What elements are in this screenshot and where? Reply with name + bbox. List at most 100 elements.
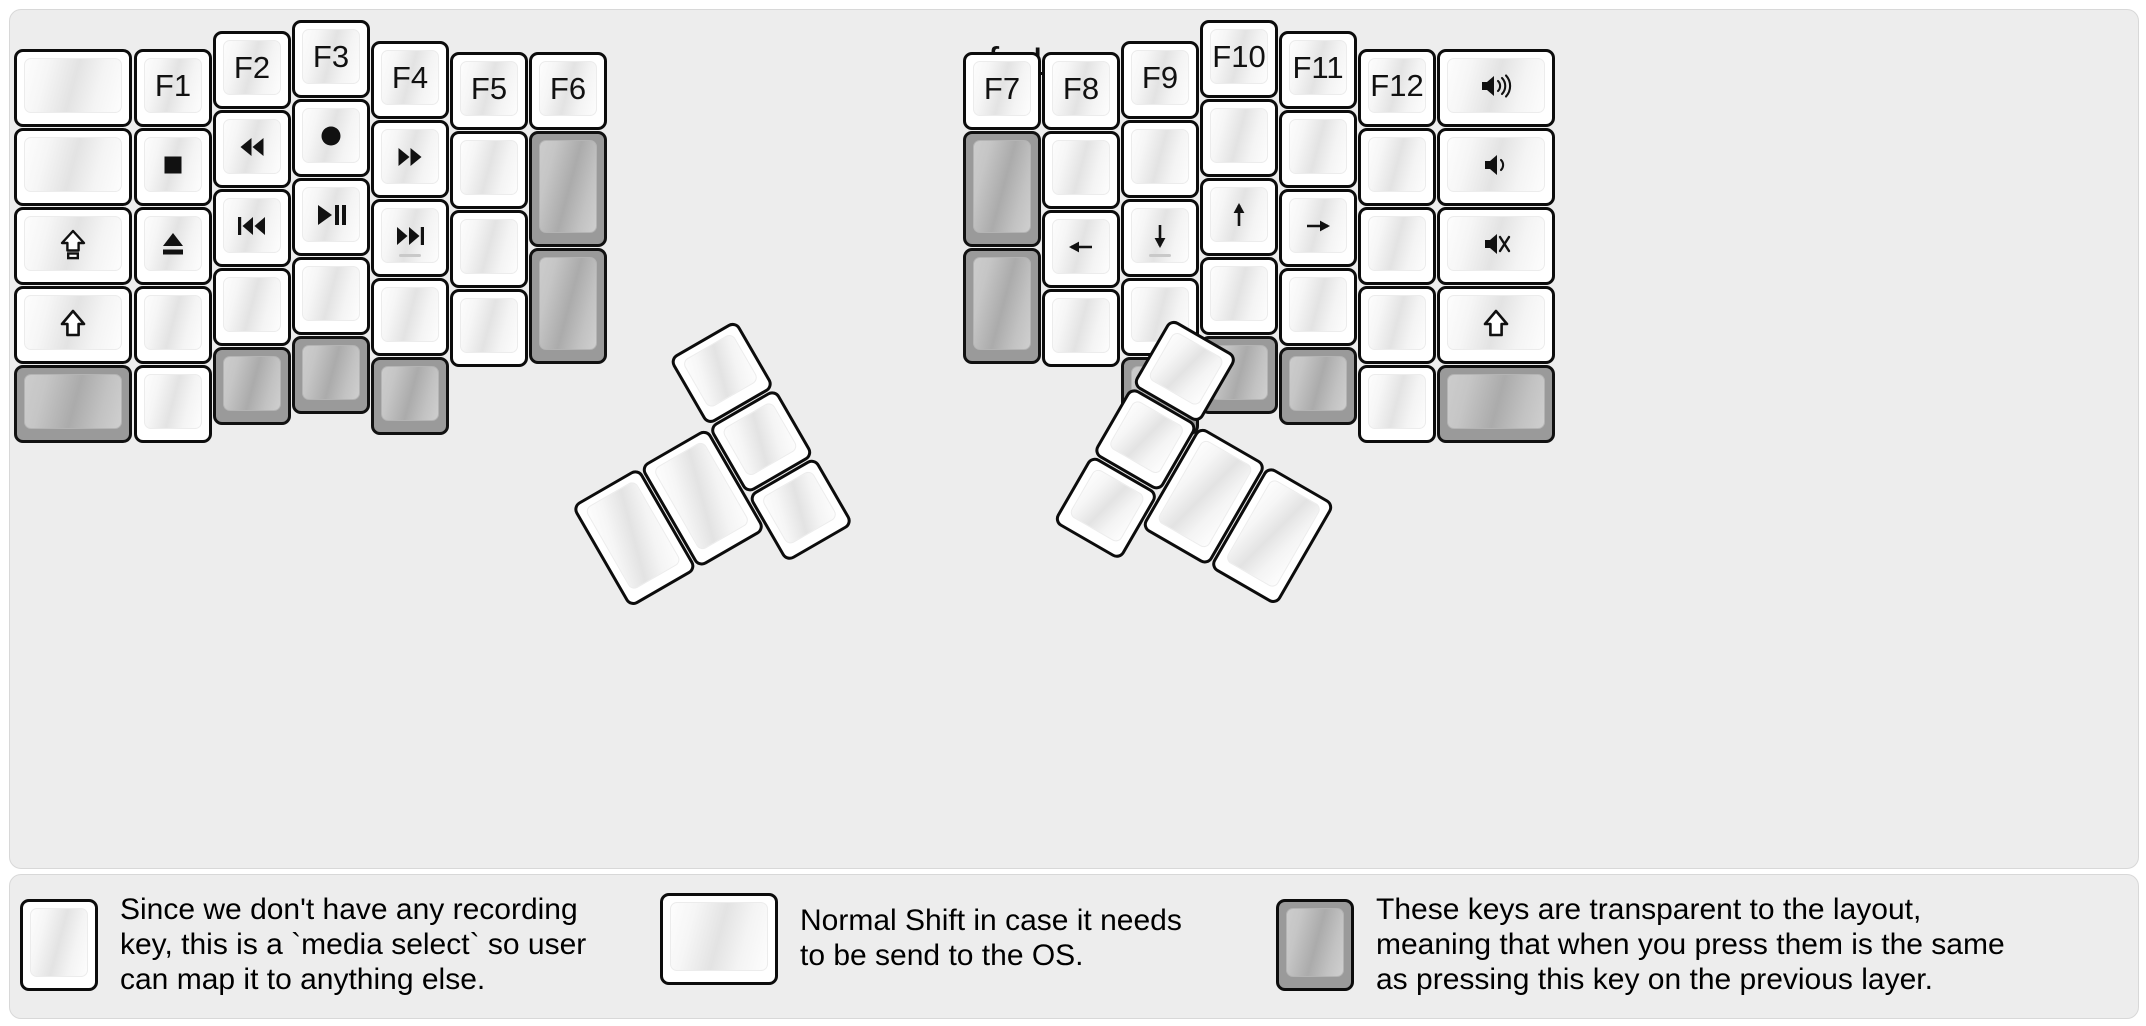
keycap-face [302, 345, 360, 400]
key-blank[interactable] [14, 128, 132, 206]
key-blank[interactable] [450, 210, 528, 288]
key-f8[interactable]: F8 [1042, 52, 1120, 130]
keycap-face [24, 58, 122, 113]
key-f9[interactable]: F9 [1121, 41, 1199, 119]
arrow-left-icon [1061, 227, 1101, 267]
media-eject-icon [153, 224, 193, 264]
key-blank[interactable] [1358, 128, 1436, 206]
key-blank[interactable] [1358, 286, 1436, 364]
key-transparent[interactable] [1279, 347, 1357, 425]
keycap-face [1289, 40, 1347, 95]
key-transparent[interactable] [529, 131, 607, 247]
key-transparent[interactable] [963, 248, 1041, 364]
key-f10[interactable]: F10 [1200, 20, 1278, 98]
key-blank[interactable] [450, 289, 528, 367]
key-media-record[interactable] [292, 99, 370, 177]
key-blank[interactable] [1358, 365, 1436, 443]
key-blank[interactable] [134, 365, 212, 443]
key-media-next-track[interactable] [371, 199, 449, 277]
key-arrow-right[interactable] [1279, 189, 1357, 267]
homing-bump-indicator [1149, 254, 1171, 257]
key-blank[interactable] [1279, 110, 1357, 188]
key-media-prev-track[interactable] [213, 189, 291, 267]
legend-item: Normal Shift in case it needs to be send… [660, 893, 1182, 985]
key-transparent[interactable] [292, 336, 370, 414]
legend-item: Since we don't have any recording key, t… [20, 893, 586, 997]
keycap-face [539, 61, 597, 116]
key-caps-lock[interactable] [14, 207, 132, 285]
key-media-fastforward[interactable] [371, 120, 449, 198]
key-f12[interactable]: F12 [1358, 49, 1436, 127]
keycap-face [973, 140, 1031, 233]
key-blank[interactable] [213, 268, 291, 346]
keycap-face [381, 366, 439, 421]
key-media-eject[interactable] [134, 207, 212, 285]
media-next-track-icon [390, 216, 430, 256]
key-blank[interactable] [134, 286, 212, 364]
arrow-up-icon [1219, 195, 1259, 235]
key-arrow-down[interactable] [1121, 199, 1199, 277]
key-arrow-up[interactable] [1200, 178, 1278, 256]
key-media-playpause[interactable] [292, 178, 370, 256]
key-transparent[interactable] [14, 365, 132, 443]
key-f3[interactable]: F3 [292, 20, 370, 98]
legend-description: These keys are transparent to the layout… [1376, 893, 2005, 996]
keycap-face [1210, 108, 1268, 163]
key-transparent[interactable] [963, 131, 1041, 247]
key-f1[interactable]: F1 [134, 49, 212, 127]
legend-key-sample [660, 893, 778, 985]
key-transparent[interactable] [371, 357, 449, 435]
key-f7[interactable]: F7 [963, 52, 1041, 130]
keycap-face [1210, 266, 1268, 321]
keycap-face [1447, 374, 1545, 429]
key-blank[interactable] [1042, 131, 1120, 209]
key-f2[interactable]: F2 [213, 31, 291, 109]
keycap-face [539, 140, 597, 233]
key-shift[interactable] [14, 286, 132, 364]
key-blank[interactable] [1042, 289, 1120, 367]
keycap-face [1052, 298, 1110, 353]
key-blank[interactable] [1358, 207, 1436, 285]
key-f11[interactable]: F11 [1279, 31, 1357, 109]
keycap-face [24, 137, 122, 192]
key-f6[interactable]: F6 [529, 52, 607, 130]
key-shift[interactable] [1437, 286, 1555, 364]
keycap-face [381, 129, 439, 184]
legend-item: These keys are transparent to the layout… [1276, 893, 2005, 997]
keycap-face [973, 257, 1031, 350]
key-blank[interactable] [450, 131, 528, 209]
key-blank[interactable] [14, 49, 132, 127]
key-media-stop[interactable] [134, 128, 212, 206]
keycap-face [223, 277, 281, 332]
key-blank[interactable] [371, 278, 449, 356]
shift-icon [53, 303, 93, 343]
keycap-face [460, 61, 518, 116]
key-volume-mute[interactable] [1437, 207, 1555, 285]
key-blank[interactable] [1200, 257, 1278, 335]
keycap-face [381, 50, 439, 105]
key-f4[interactable]: F4 [371, 41, 449, 119]
keycap-face [1368, 137, 1426, 192]
key-blank[interactable] [1200, 99, 1278, 177]
keycap-face [760, 469, 839, 546]
legend-panel [9, 874, 2139, 1019]
key-media-rewind[interactable] [213, 110, 291, 188]
keycap-face [1289, 356, 1347, 411]
key-blank[interactable] [1121, 120, 1199, 198]
key-transparent[interactable] [1437, 365, 1555, 443]
key-transparent[interactable] [529, 248, 607, 364]
arrow-down-icon [1140, 216, 1180, 256]
keycap-face [721, 400, 799, 478]
keycap-face [1368, 374, 1426, 429]
key-arrow-left[interactable] [1042, 210, 1120, 288]
key-transparent[interactable] [213, 347, 291, 425]
keycap-face [223, 119, 281, 174]
keycap-face [1107, 398, 1186, 476]
key-f5[interactable]: F5 [450, 52, 528, 130]
key-volume-down[interactable] [1437, 128, 1555, 206]
key-blank[interactable] [1279, 268, 1357, 346]
key-blank[interactable] [292, 257, 370, 335]
key-volume-up[interactable] [1437, 49, 1555, 127]
keycap-face [539, 257, 597, 350]
